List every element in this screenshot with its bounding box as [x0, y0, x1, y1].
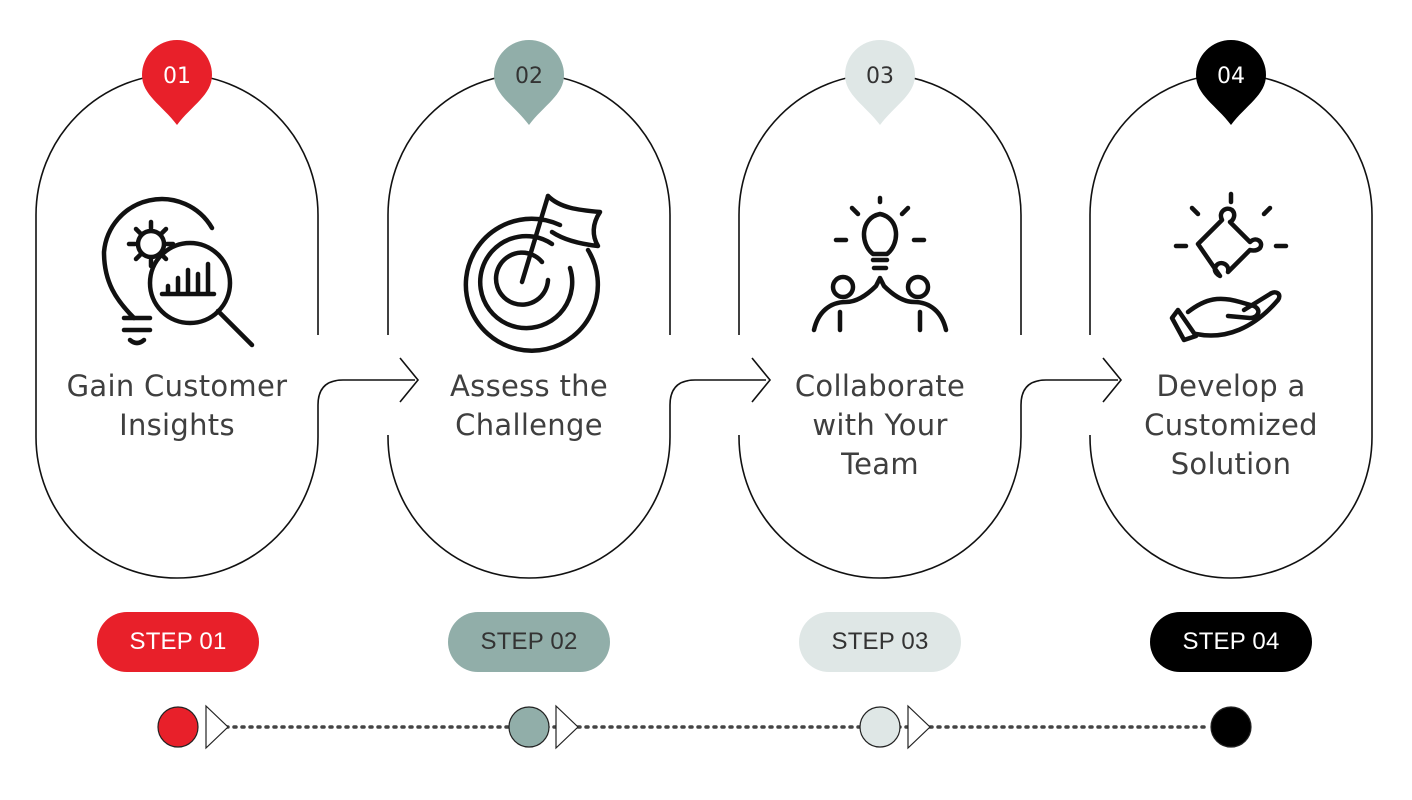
progress-timeline: [157, 704, 1252, 750]
play-triangle-icon: [205, 704, 229, 750]
play-triangle-icon: [555, 704, 579, 750]
marker-04: 04: [1196, 40, 1266, 125]
marker-01: 01: [142, 40, 212, 125]
timeline-dot-03: [859, 706, 901, 748]
step-title-03: Collaborate with Your Team: [755, 367, 1005, 484]
arrow-icon: [399, 357, 420, 403]
marker-number: 02: [515, 64, 543, 89]
step-pill-02: STEP 02: [448, 612, 610, 672]
teamwork-idea-icon: [811, 195, 949, 333]
title-line: Insights: [119, 408, 235, 442]
step-pill-01: STEP 01: [97, 612, 259, 672]
timeline-dot-01: [157, 706, 199, 748]
title-line: Challenge: [455, 408, 603, 442]
lightbulb-gear-magnifier-icon: [101, 196, 255, 348]
title-line: Collaborate: [794, 369, 966, 403]
title-line: Team: [841, 447, 919, 481]
step-pill-04: STEP 04: [1150, 612, 1312, 672]
title-line: Develop a: [1156, 369, 1306, 403]
flow-arrowheads: [399, 357, 1123, 403]
title-line: Customized: [1144, 408, 1318, 442]
marker-03: 03: [845, 40, 915, 125]
step-title-04: Develop a Customized Solution: [1106, 367, 1356, 484]
marker-number: 04: [1217, 64, 1245, 89]
puzzle-hand-icon: [1169, 191, 1289, 343]
flow-connector: [35, 73, 1373, 579]
target-flag-icon: [463, 193, 603, 353]
arrow-icon: [751, 357, 772, 403]
step-title-01: Gain Customer Insights: [52, 367, 302, 445]
step-pill-03: STEP 03: [799, 612, 961, 672]
timeline-dot-02: [508, 706, 550, 748]
title-line: with Your: [812, 408, 948, 442]
marker-number: 03: [866, 64, 894, 89]
title-line: Solution: [1170, 447, 1292, 481]
number-markers: 01 02 03 04: [142, 40, 1266, 125]
timeline-dot-04: [1210, 706, 1252, 748]
marker-number: 01: [163, 64, 191, 89]
play-triangle-icon: [907, 704, 931, 750]
title-line: Gain Customer: [66, 369, 288, 403]
arrow-icon: [1102, 357, 1123, 403]
title-line: Assess the: [450, 369, 608, 403]
marker-02: 02: [494, 40, 564, 125]
step-title-02: Assess the Challenge: [404, 367, 654, 445]
